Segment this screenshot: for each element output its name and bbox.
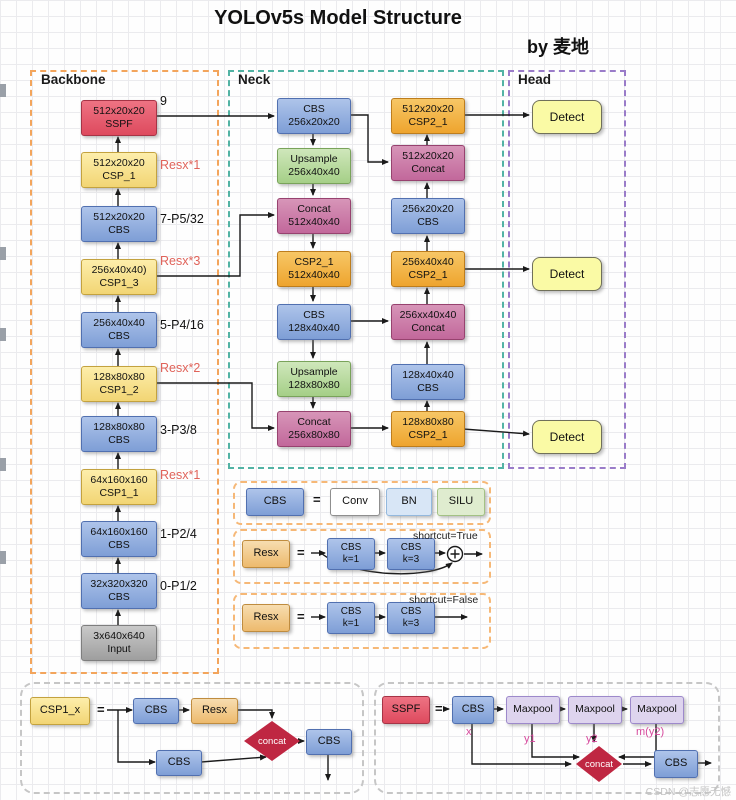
legend-csp1-cbs-bottom: CBS [156, 750, 202, 776]
neck-csp2-out-20: 512x20x20 CSP2_1 [391, 98, 465, 134]
legend-resx-false-block: Resx [242, 604, 290, 632]
legend-silu-block: SILU [437, 488, 485, 516]
sspf-y1-label: y1 [524, 733, 536, 745]
equals-sign: = [297, 609, 305, 624]
legend-maxpool-3: Maxpool [630, 696, 684, 724]
resx-count-label: Resx*1 [160, 158, 201, 172]
equals-sign: = [297, 545, 305, 560]
resx-count-label: Resx*1 [160, 468, 201, 482]
legend-cbs-k3-block: CBS k=3 [387, 538, 435, 570]
resx-count-label: Resx*2 [160, 361, 201, 375]
neck-concat-20: 512x20x20 Concat [391, 145, 465, 181]
legend-sspf-cbs-out: CBS [654, 750, 698, 778]
left-edge-artifact [0, 328, 6, 341]
node-cbs-p5: 512x20x20 CBS [81, 206, 157, 242]
layer-index-label: 9 [160, 94, 167, 108]
node-cbs-p4: 256x40x40 CBS [81, 312, 157, 348]
node-csp1-2: 128x80x80 CSP1_2 [81, 366, 157, 402]
watermark: CSDN @志愿无憾 [645, 786, 731, 798]
backbone-label: Backbone [41, 72, 106, 87]
legend-bn-block: BN [386, 488, 432, 516]
legend-resx-true-block: Resx [242, 540, 290, 568]
neck-concat-40: Concat 512x40x40 [277, 198, 351, 234]
sspf-my2-label: m(y2) [636, 726, 665, 738]
node-csp1-3: 256x40x40) CSP1_3 [81, 259, 157, 295]
neck-csp2-out-40: 256x40x40 CSP2_1 [391, 251, 465, 287]
neck-upsample-1: Upsample 256x40x40 [277, 148, 351, 184]
legend-csp1-cbs-out: CBS [306, 729, 352, 755]
legend-sspf-block: SSPF [382, 696, 430, 724]
legend-conv-block: Conv [330, 488, 380, 516]
shortcut-false-note: shortcut=False [409, 594, 479, 606]
legend-cbs-k1-block: CBS k=1 [327, 538, 375, 570]
byline: by 麦地 [527, 37, 590, 57]
neck-upsample-2: Upsample 128x80x80 [277, 361, 351, 397]
node-cbs-p3: 128x80x80 CBS [81, 416, 157, 452]
layer-index-label: 7-P5/32 [160, 212, 204, 226]
detect-block-p3: Detect [532, 420, 602, 454]
neck-cbs-mid: CBS 128x40x40 [277, 304, 351, 340]
legend-csp1-cbs-top: CBS [133, 698, 179, 724]
sspf-x-label: x [466, 726, 472, 738]
neck-cbs-top: CBS 256x20x20 [277, 98, 351, 134]
head-label: Head [518, 72, 552, 87]
neck-concat-mid-40: 256xx40x40 Concat [391, 304, 465, 340]
legend-maxpool-1: Maxpool [506, 696, 560, 724]
legend-resx-false-box [233, 593, 491, 649]
neck-csp2-out-80: 128x80x80 CSP2_1 [391, 411, 465, 447]
node-csp-1: 512x20x20 CSP_1 [81, 152, 157, 188]
left-edge-artifact [0, 247, 6, 260]
backbone-section [30, 70, 219, 674]
legend-cbs-block: CBS [246, 488, 304, 516]
layer-index-label: 0-P1/2 [160, 579, 197, 593]
page-title: YOLOv5s Model Structure [214, 7, 462, 29]
layer-index-label: 1-P2/4 [160, 527, 197, 541]
equals-sign: = [97, 702, 105, 717]
legend-sspf-box [374, 682, 720, 794]
resx-count-label: Resx*3 [160, 254, 201, 268]
equals-sign: = [435, 701, 443, 716]
node-sspf: 512x20x20 SSPF [81, 100, 157, 136]
sspf-y2-label: y2 [586, 733, 598, 745]
neck-cbs-down-40: 128x40x40 CBS [391, 364, 465, 400]
legend-cbs-k3-block: CBS k=3 [387, 602, 435, 634]
neck-cbs-down-20: 256x20x20 CBS [391, 198, 465, 234]
legend-cbs-box [233, 481, 491, 525]
node-cbs-p1: 32x320x320 CBS [81, 573, 157, 609]
left-edge-artifact [0, 84, 6, 97]
layer-index-label: 5-P4/16 [160, 318, 204, 332]
legend-resx-true-box [233, 529, 491, 584]
legend-sspf-cbs-in: CBS [452, 696, 494, 724]
legend-csp1x-block: CSP1_x [30, 697, 90, 725]
neck-csp2-40: CSP2_1 512x40x40 [277, 251, 351, 287]
left-edge-artifact [0, 551, 6, 564]
legend-csp1-box [20, 682, 364, 794]
legend-maxpool-2: Maxpool [568, 696, 622, 724]
shortcut-true-note: shortcut=True [413, 530, 478, 542]
detect-block-p4: Detect [532, 257, 602, 291]
equals-sign: = [313, 492, 321, 507]
node-input: 3x640x640 Input [81, 625, 157, 661]
legend-cbs-k1-block: CBS k=1 [327, 602, 375, 634]
layer-index-label: 3-P3/8 [160, 423, 197, 437]
legend-csp1-resx: Resx [191, 698, 238, 724]
neck-label: Neck [238, 72, 271, 87]
neck-concat-80: Concat 256x80x80 [277, 411, 351, 447]
left-edge-artifact [0, 458, 6, 471]
node-cbs-p2: 64x160x160 CBS [81, 521, 157, 557]
node-csp1-1: 64x160x160 CSP1_1 [81, 469, 157, 505]
detect-block-p5: Detect [532, 100, 602, 134]
